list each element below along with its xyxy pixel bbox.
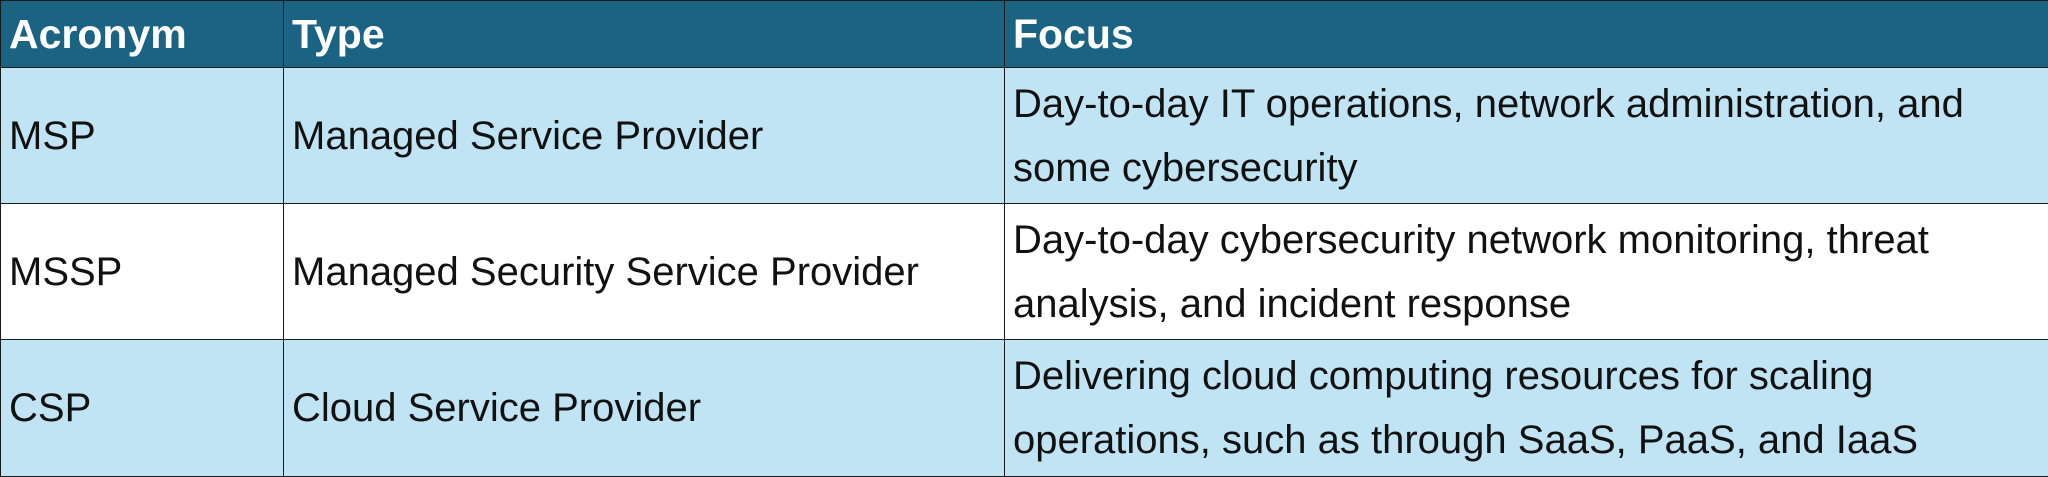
header-type: Type bbox=[284, 1, 1005, 68]
table-row: CSP Cloud Service Provider Delivering cl… bbox=[1, 340, 2048, 477]
cell-acronym: CSP bbox=[1, 340, 284, 477]
cell-type: Cloud Service Provider bbox=[284, 340, 1005, 477]
header-acronym: Acronym bbox=[1, 1, 284, 68]
cell-focus: Day-to-day IT operations, network admini… bbox=[1005, 68, 2048, 204]
table-header: Acronym Type Focus bbox=[1, 1, 2048, 68]
cell-acronym: MSSP bbox=[1, 204, 284, 340]
cell-focus: Day-to-day cybersecurity network monitor… bbox=[1005, 204, 2048, 340]
table-body: MSP Managed Service Provider Day-to-day … bbox=[1, 68, 2048, 477]
cell-type: Managed Service Provider bbox=[284, 68, 1005, 204]
cell-focus: Delivering cloud computing resources for… bbox=[1005, 340, 2048, 477]
table-row: MSSP Managed Security Service Provider D… bbox=[1, 204, 2048, 340]
table-row: MSP Managed Service Provider Day-to-day … bbox=[1, 68, 2048, 204]
header-row: Acronym Type Focus bbox=[1, 1, 2048, 68]
cell-acronym: MSP bbox=[1, 68, 284, 204]
header-focus: Focus bbox=[1005, 1, 2048, 68]
cell-type: Managed Security Service Provider bbox=[284, 204, 1005, 340]
